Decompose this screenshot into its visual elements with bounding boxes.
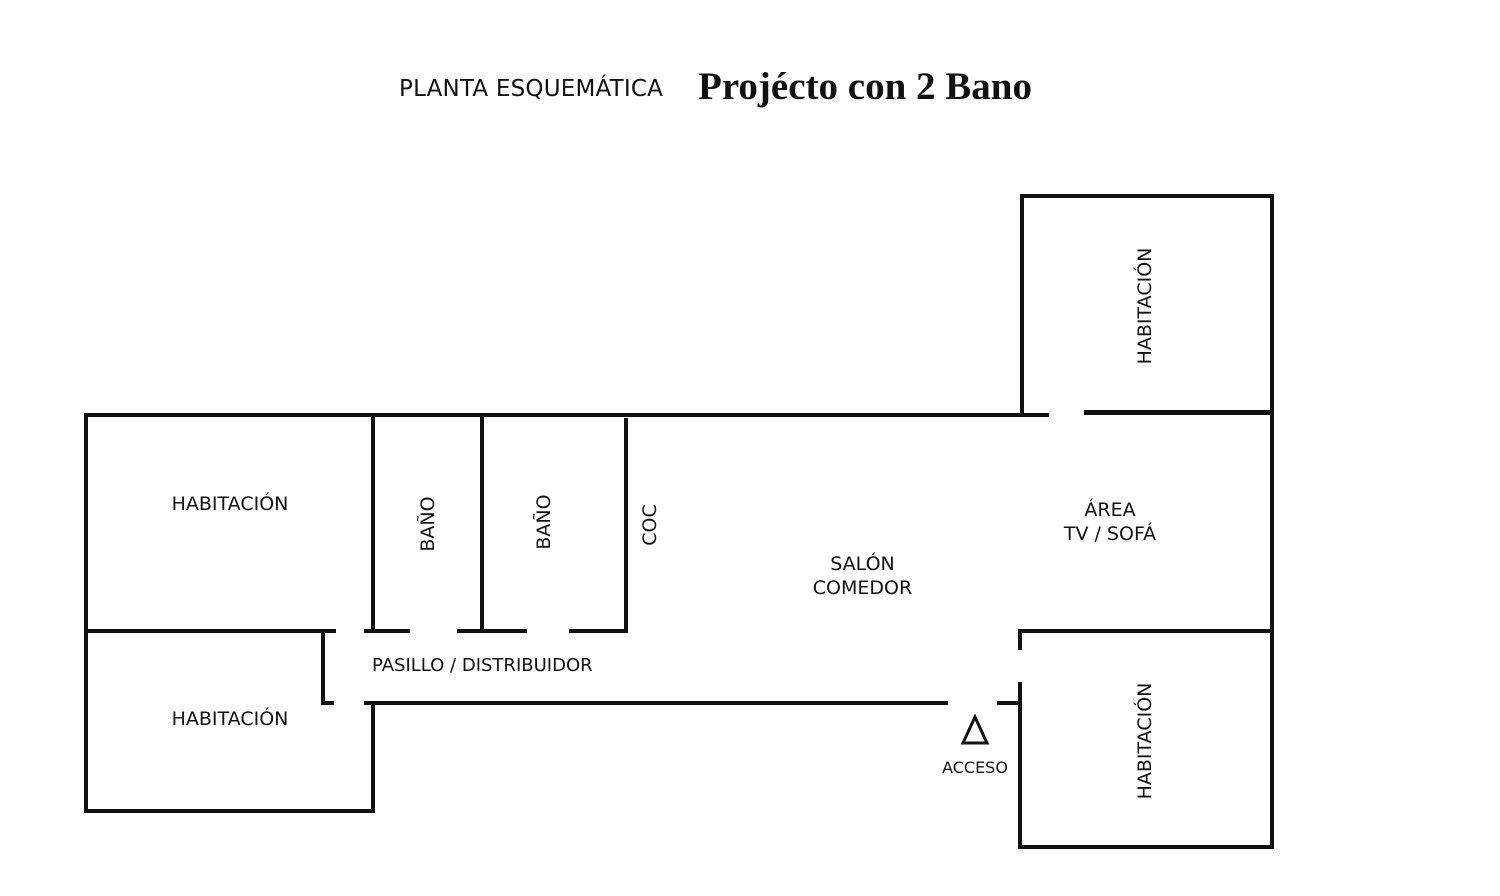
area-line1: ÁREA: [1084, 499, 1136, 521]
wall: [457, 629, 527, 633]
wall: [1270, 629, 1274, 849]
access-triangle-icon: [960, 714, 990, 745]
room-label-pasillo: PASILLO / DISTRIBUIDOR: [372, 655, 593, 676]
room-label-habitacion: HABITACIÓN: [171, 708, 289, 730]
wall: [1018, 845, 1274, 849]
room-label-bano: BAÑO: [533, 494, 555, 550]
wall: [84, 629, 336, 633]
plan-subtitle: PLANTA ESQUEMÁTICA: [399, 76, 664, 102]
wall: [84, 413, 88, 812]
wall: [371, 701, 375, 813]
wall: [997, 701, 1019, 705]
wall: [84, 413, 1049, 417]
wall: [371, 413, 375, 632]
wall: [480, 413, 484, 632]
wall: [569, 629, 628, 633]
room-label-habitacion: HABITACIÓN: [171, 493, 289, 515]
wall: [1018, 629, 1022, 650]
salon-line2: COMEDOR: [812, 577, 913, 599]
wall: [364, 629, 410, 633]
room-label-salon: SALÓN COMEDOR: [780, 552, 945, 600]
wall: [1018, 682, 1022, 849]
area-line2: TV / SOFÁ: [1063, 523, 1157, 545]
wall: [1018, 629, 1274, 633]
room-label-habitacion: HABITACIÓN: [1134, 247, 1156, 365]
salon-line1: SALÓN: [830, 553, 895, 575]
room-label-cocina: COC: [639, 504, 661, 546]
wall: [1084, 410, 1273, 415]
wall: [321, 631, 325, 704]
room-label-habitacion: HABITACIÓN: [1134, 682, 1156, 800]
wall: [84, 809, 375, 813]
wall: [364, 701, 948, 705]
plan-title: Projécto con 2 Bano: [698, 65, 1032, 108]
wall: [321, 701, 334, 705]
wall: [1020, 194, 1024, 415]
wall: [624, 418, 628, 632]
wall: [1020, 194, 1273, 198]
room-label-bano: BAÑO: [417, 496, 439, 552]
room-label-area-tv: ÁREA TV / SOFÁ: [1035, 498, 1185, 546]
wall: [1270, 194, 1274, 634]
access-label: ACCESO: [942, 758, 1008, 777]
